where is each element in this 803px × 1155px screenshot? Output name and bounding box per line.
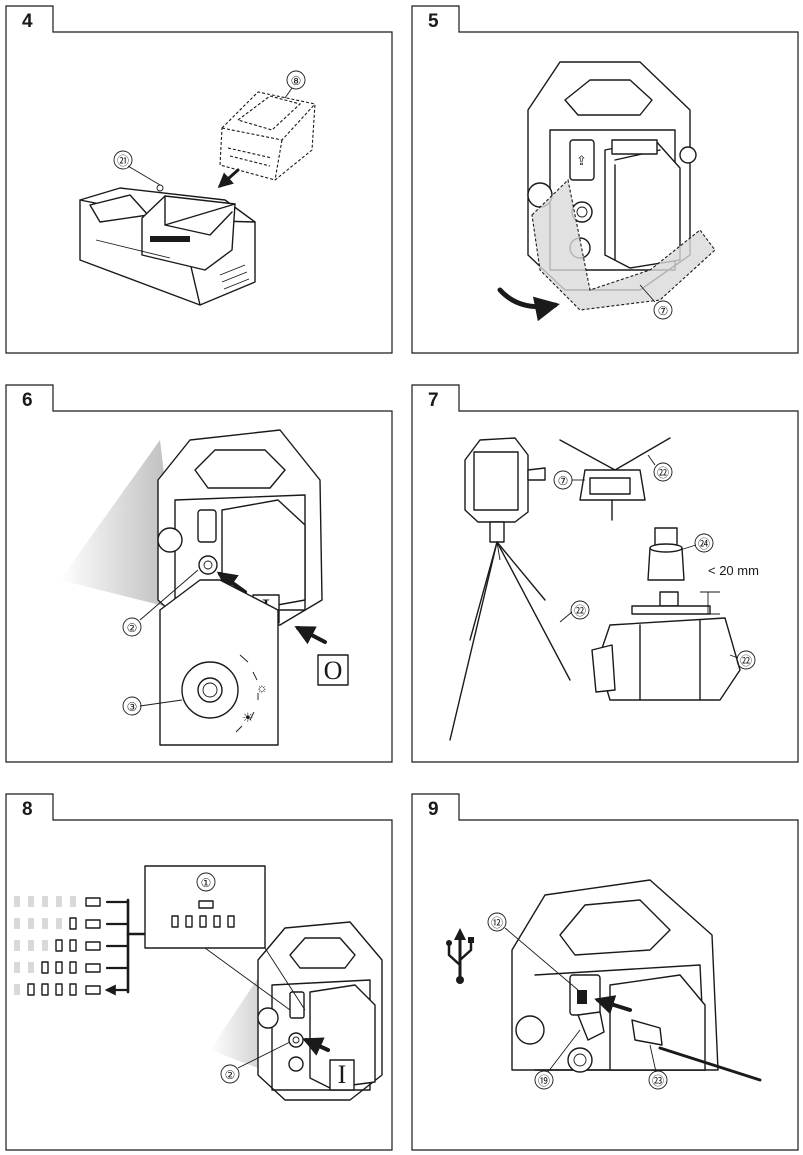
callout-circle bbox=[648, 1070, 668, 1090]
panel-number: 7 bbox=[428, 390, 439, 411]
dimension-label: < 20 mm bbox=[708, 563, 759, 578]
callout-circle bbox=[122, 696, 142, 716]
shadow bbox=[60, 440, 180, 610]
callout-23: ㉓ bbox=[652, 1074, 664, 1088]
callout-circle bbox=[553, 470, 573, 490]
callout-19: ⑲ bbox=[538, 1074, 550, 1088]
callout-24: ㉔ bbox=[698, 537, 710, 551]
tripod-head bbox=[591, 591, 741, 701]
panel-6: 6 I O ☼ ☀ ② ③ bbox=[5, 384, 393, 763]
callout-7: ⑦ bbox=[658, 304, 669, 318]
switch-off-label: O bbox=[324, 656, 343, 685]
stand-bracket bbox=[531, 178, 716, 311]
callout-circle bbox=[487, 912, 507, 932]
callout-circle bbox=[122, 617, 142, 637]
charger bbox=[79, 184, 256, 306]
callout-22: ㉒ bbox=[740, 654, 752, 668]
callout-1: ① bbox=[201, 876, 212, 890]
usb-icon bbox=[446, 928, 474, 984]
callout-circle bbox=[570, 600, 590, 620]
usb-icon: ⇪ bbox=[576, 153, 587, 168]
panel-number: 9 bbox=[428, 799, 439, 820]
callout-7: ⑦ bbox=[558, 474, 569, 488]
panel-number: 4 bbox=[22, 11, 33, 32]
callout-circle bbox=[736, 650, 756, 670]
stand-bracket bbox=[559, 437, 671, 521]
callout-circle bbox=[694, 533, 714, 553]
panel-8: 8 bbox=[5, 793, 393, 1151]
panel-number: 5 bbox=[428, 11, 439, 32]
work-light bbox=[257, 921, 383, 1101]
callout-circle bbox=[653, 300, 673, 320]
callout-22: ㉒ bbox=[574, 604, 586, 618]
callout-circle bbox=[653, 462, 673, 482]
callout-circle bbox=[286, 70, 306, 90]
callout-2: ② bbox=[127, 621, 138, 635]
work-light bbox=[157, 429, 323, 626]
callout-22: ㉒ bbox=[657, 466, 669, 480]
tripod bbox=[449, 437, 571, 741]
panel-5: 5 ⇪ ⑦ bbox=[411, 5, 799, 354]
panel-7: 7 ⑦ ㉒ bbox=[411, 384, 799, 763]
callout-12: ⑫ bbox=[491, 916, 503, 930]
callout-circle bbox=[534, 1070, 554, 1090]
callout-21: ㉑ bbox=[117, 154, 129, 168]
thread-adapter bbox=[647, 527, 685, 581]
sun-large-icon: ☀ bbox=[242, 710, 254, 725]
sun-small-icon: ☼ bbox=[256, 680, 268, 695]
callout-circle bbox=[220, 1064, 240, 1084]
zoom-inset bbox=[159, 579, 279, 746]
callout-3: ③ bbox=[127, 700, 138, 714]
panel-number: 6 bbox=[22, 390, 33, 411]
callout-8: ⑧ bbox=[291, 74, 302, 88]
work-light bbox=[511, 879, 719, 1073]
panel-9: 9 ⑫ ⑲ bbox=[411, 793, 799, 1151]
battery-level-indicator-legend bbox=[14, 896, 157, 995]
switch-on-label: I bbox=[338, 1060, 347, 1089]
panel-4: 4 ㉑ ⑧ bbox=[5, 5, 393, 354]
callout-2: ② bbox=[225, 1068, 236, 1082]
panel-number: 8 bbox=[22, 799, 33, 820]
callout-circle bbox=[113, 150, 133, 170]
battery-pack bbox=[219, 91, 316, 181]
